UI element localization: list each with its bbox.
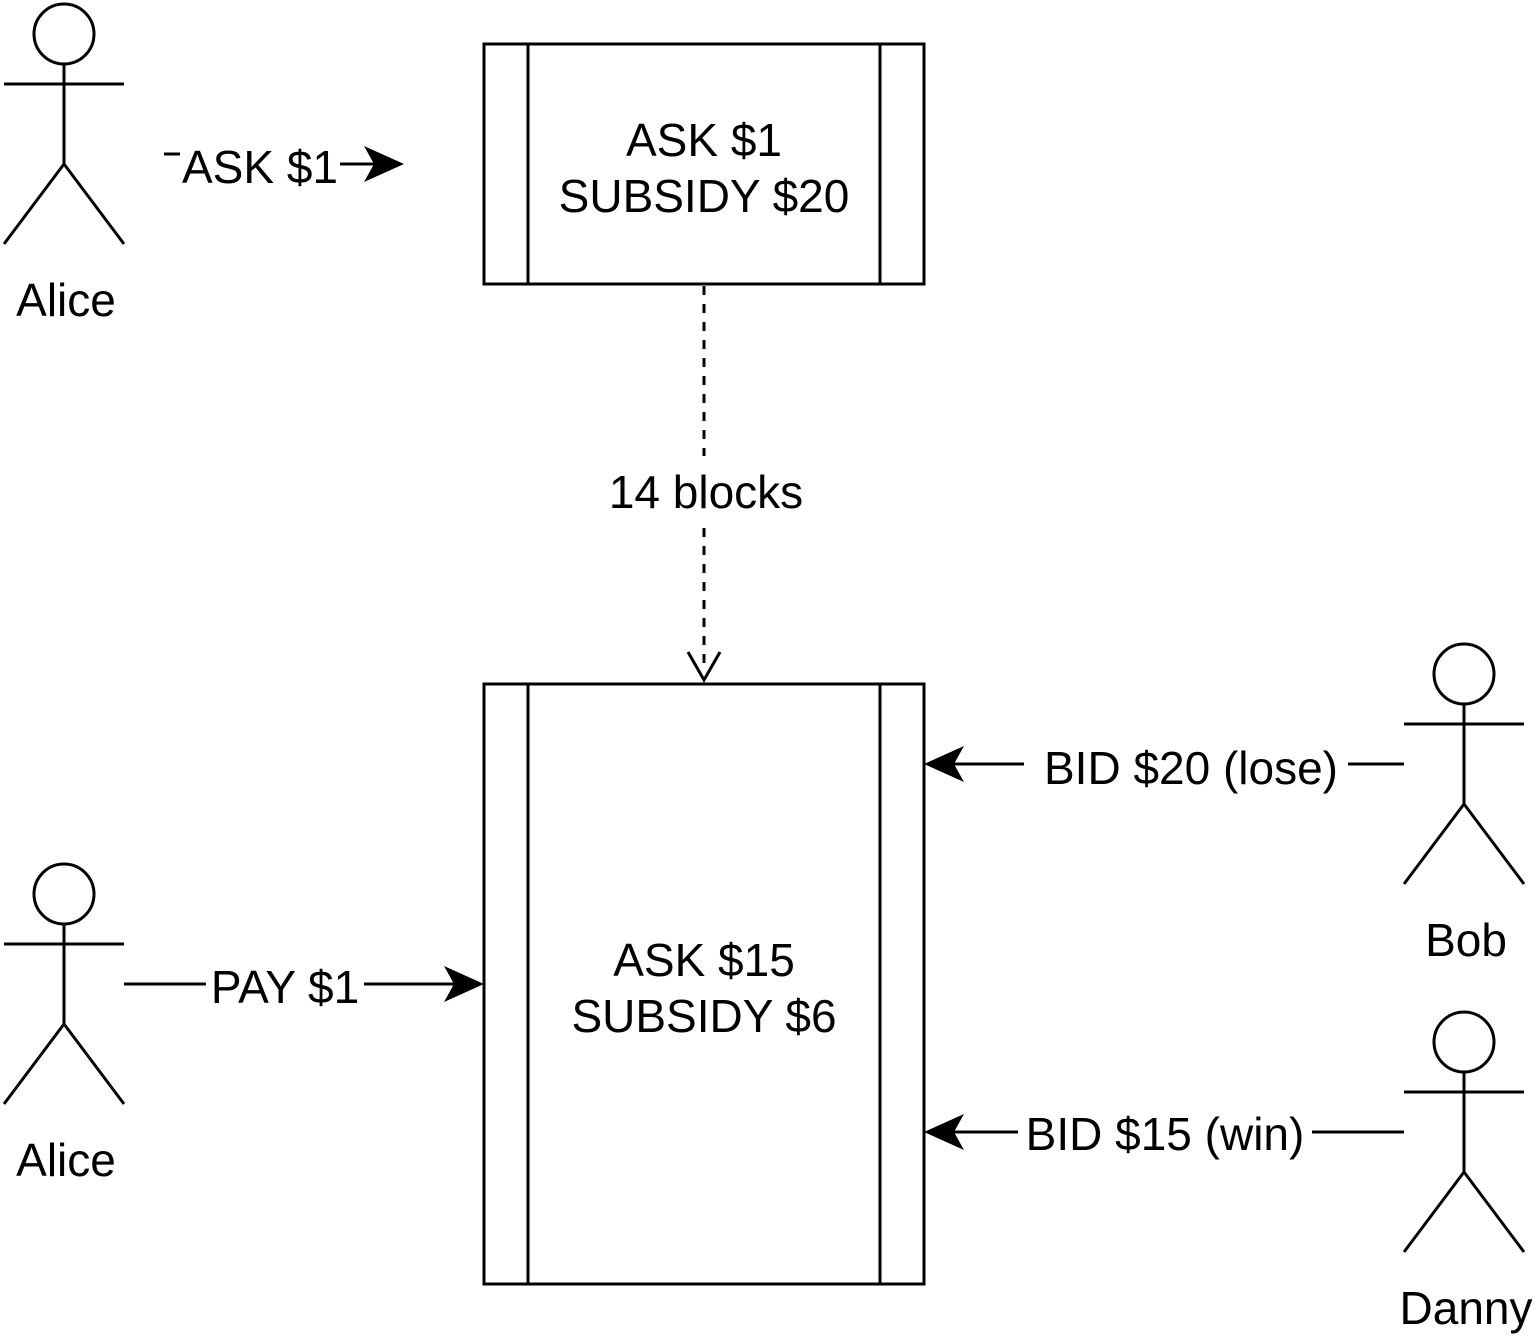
edge-bob-bid-label: BID $20 (lose) xyxy=(1044,742,1338,794)
arrowhead-icon xyxy=(444,966,484,1002)
edge-alice-pay-label: PAY $1 xyxy=(211,961,359,1013)
edge-alice-ask: ASK $1 xyxy=(164,141,404,193)
edge-alice-pay: PAY $1 xyxy=(124,961,484,1013)
actor-alice-top-label: Alice xyxy=(16,274,116,326)
actor-alice-bottom: Alice xyxy=(2,862,126,1186)
arrowhead-icon xyxy=(924,746,964,782)
process-top-line1: ASK $1 xyxy=(626,114,782,166)
edge-danny-bid-label: BID $15 (win) xyxy=(1026,1108,1305,1160)
edge-delay-label: 14 blocks xyxy=(609,466,803,518)
actor-alice-top: Alice xyxy=(2,2,126,326)
actor-danny-label: Danny xyxy=(1400,1282,1533,1334)
process-top-line2: SUBSIDY $20 xyxy=(559,170,850,222)
process-bottom: ASK $15 SUBSIDY $6 xyxy=(482,682,926,1286)
edge-delay: 14 blocks xyxy=(609,286,803,684)
edge-bob-bid: BID $20 (lose) xyxy=(924,742,1404,794)
actor-danny: Danny xyxy=(1400,1010,1533,1334)
arrowhead-icon xyxy=(924,1114,964,1150)
actor-alice-bottom-label: Alice xyxy=(16,1134,116,1186)
process-bottom-line1: ASK $15 xyxy=(613,934,795,986)
process-bottom-line2: SUBSIDY $6 xyxy=(571,990,836,1042)
actor-bob: Bob xyxy=(1402,642,1526,966)
edge-danny-bid: BID $15 (win) xyxy=(924,1108,1404,1160)
edge-alice-ask-label: ASK $1 xyxy=(182,141,338,193)
actor-bob-label: Bob xyxy=(1425,914,1507,966)
process-top: ASK $1 SUBSIDY $20 xyxy=(482,42,926,286)
arrowhead-icon xyxy=(364,146,404,182)
